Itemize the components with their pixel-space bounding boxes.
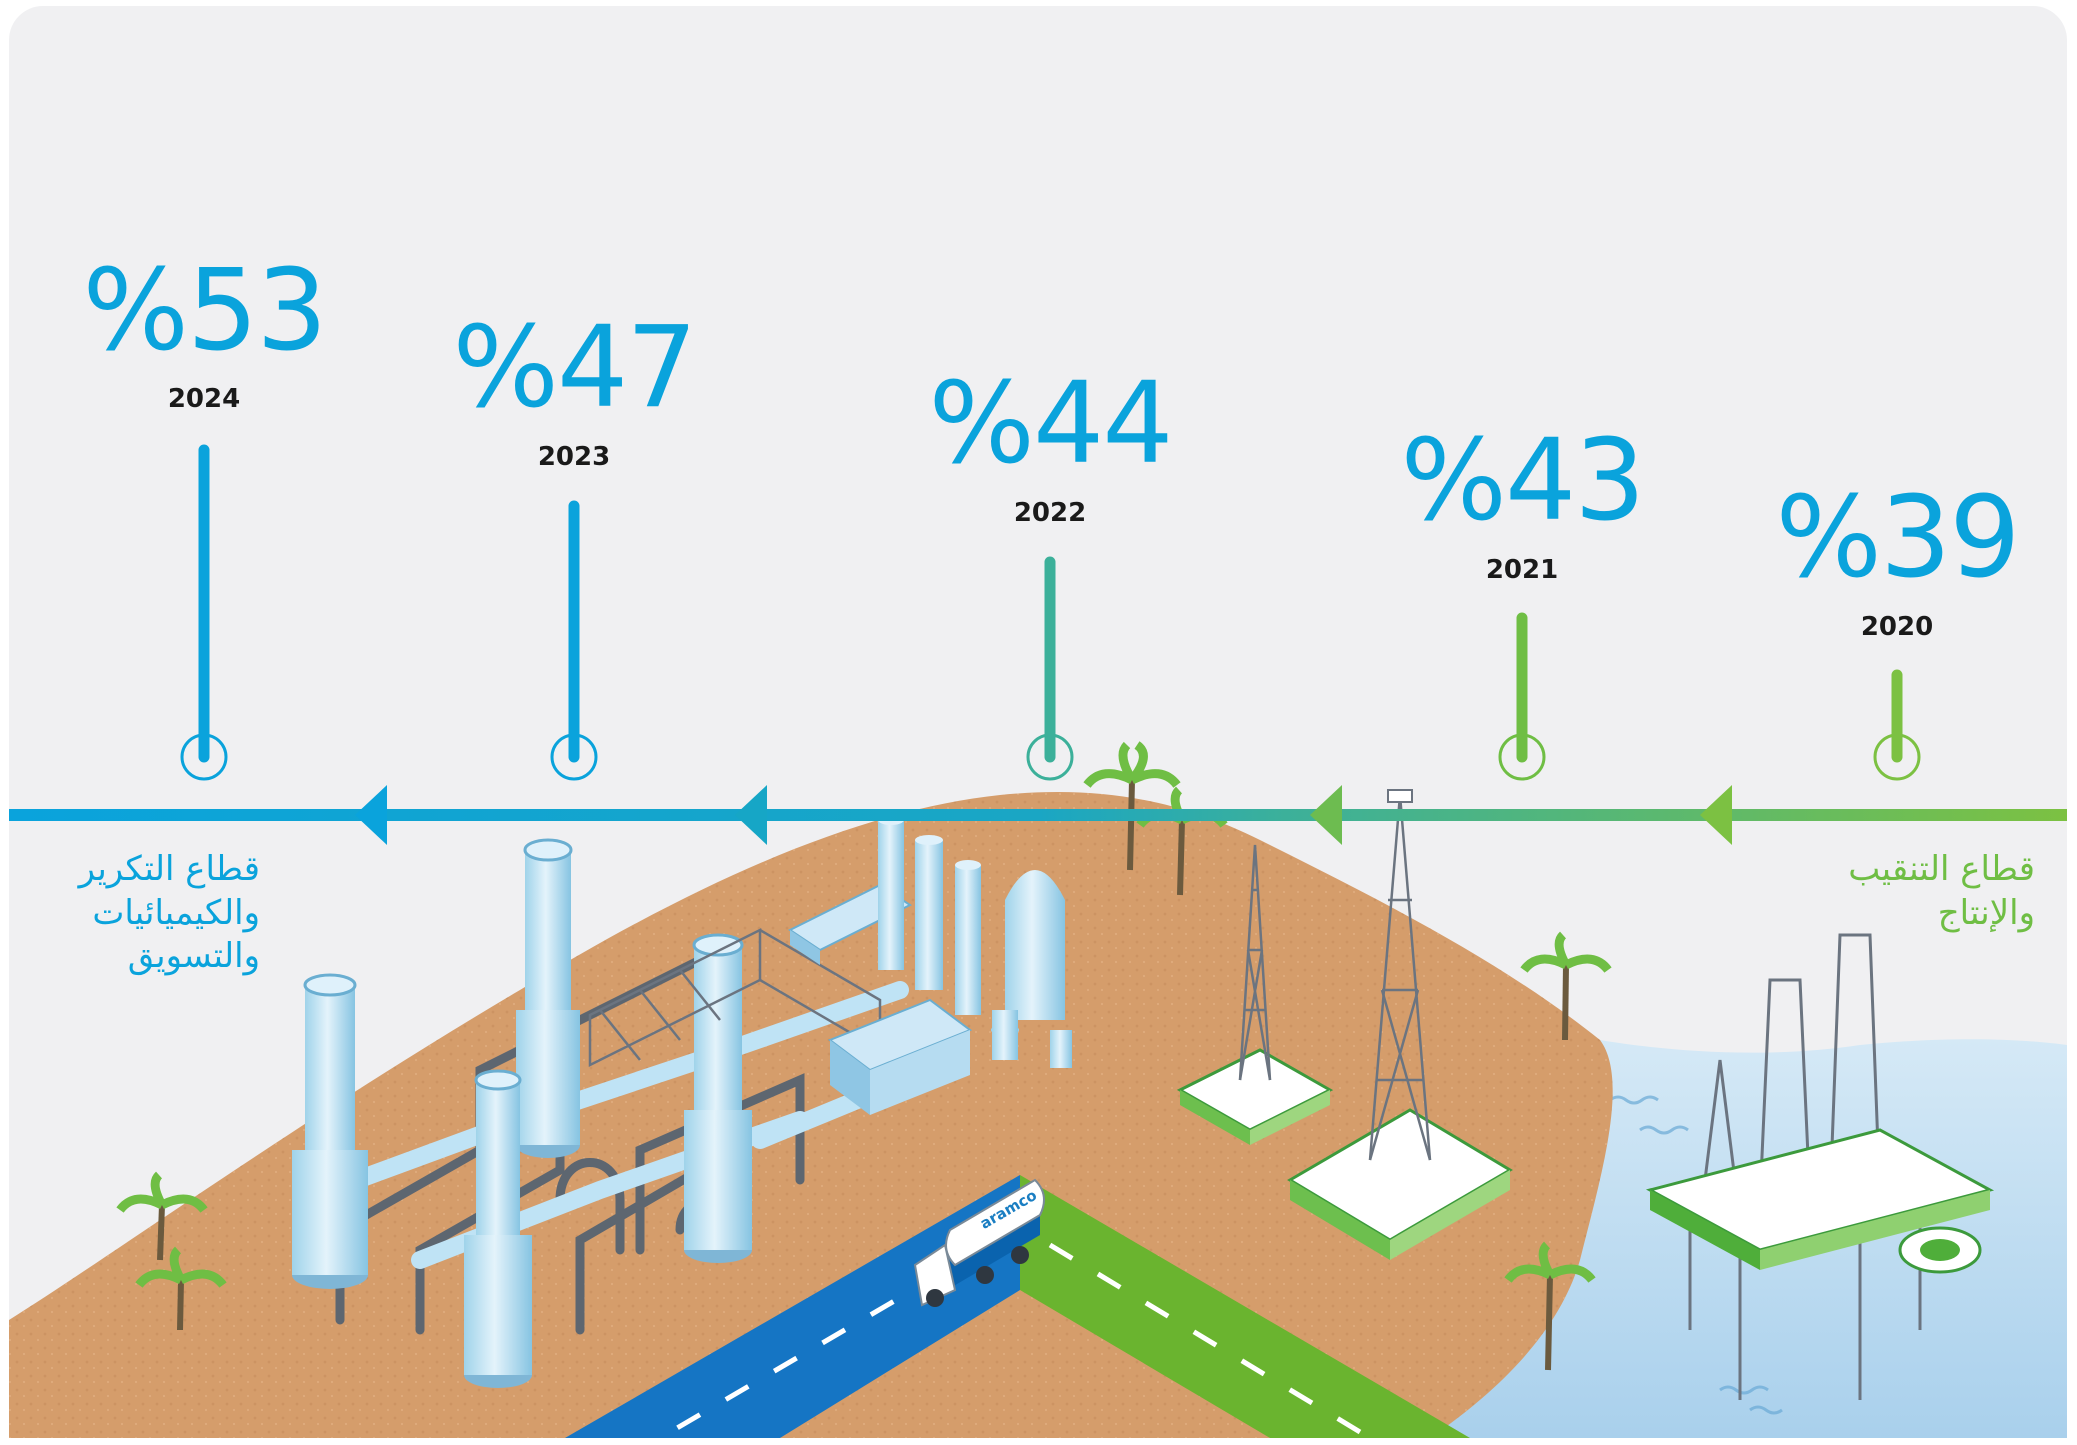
timeline-arrows [355,785,1732,845]
palm-tree [116,1171,208,1261]
timeline-markers [180,444,1921,781]
year-label: 2023 [537,442,611,472]
timeline-marker-ring [180,733,228,781]
percentage-value: %43 [1400,416,1646,546]
refinery-column-3 [684,933,752,1263]
timeline-marker-ring [1873,733,1921,781]
year-label: 2022 [1013,498,1087,528]
year-label: 2024 [167,384,241,414]
sector-label-line: قطاع التنقيب [1848,849,2035,889]
sector-label-line: قطاع التكرير [78,849,260,889]
refinery-column-1 [292,973,368,1289]
refinery-columns [292,838,752,1388]
timeline-marker-ring [550,733,598,781]
palm-tree [1083,741,1181,871]
refinery-column-2 [516,838,580,1158]
sea-waves [1609,1095,1783,1415]
sector-label-line: والإنتاج [1937,892,2035,933]
sector-label-line: والكيميائيات [92,892,260,933]
timeline-marker-ring [1026,733,1074,781]
palm-tree [1520,931,1612,1041]
timeline-marker-ring [1498,733,1546,781]
arrow-icon [1310,785,1342,845]
year-label: 2020 [1860,612,1934,642]
palm-tree [135,1246,227,1331]
sector-label-upstream: قطاع التنقيب والإنتاج [1790,848,2035,935]
offshore-platform [1645,933,1995,1400]
percentage-value: %53 [82,246,328,376]
palm-tree [1504,1241,1596,1371]
sector-label-downstream: قطاع التكرير والكيميائيات والتسويق [40,848,260,979]
road-green [1020,1175,1470,1438]
arrow-icon [1700,785,1732,845]
percentage-value: %39 [1775,473,2021,603]
refinery-column-4 [464,1069,532,1388]
land-oil-rigs [1176,789,1513,1260]
sector-label-line: والتسويق [127,936,260,977]
percentage-value: %47 [452,303,698,433]
arrow-icon [735,785,767,845]
percentage-value: %44 [928,359,1174,489]
year-label: 2021 [1485,555,1559,585]
timeline-line [9,809,2067,821]
distillation-towers [878,815,1072,1068]
road-blue [565,1175,1020,1438]
arrow-icon [355,785,387,845]
